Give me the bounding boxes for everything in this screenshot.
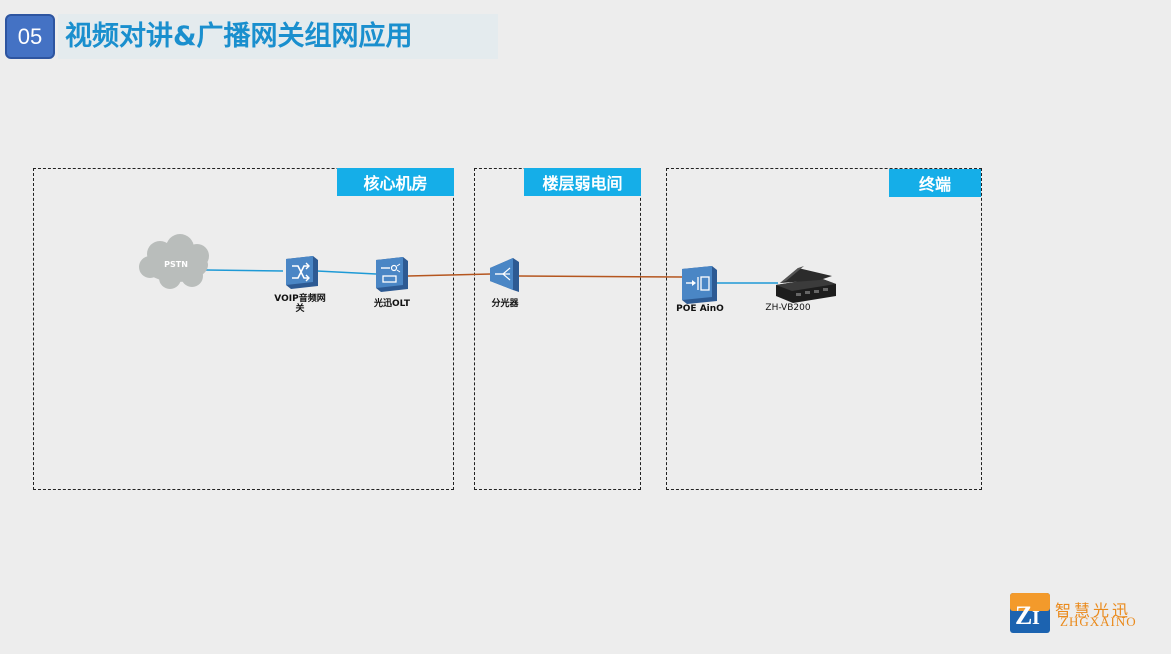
- pstn-label: PSTN: [164, 260, 188, 269]
- zone-core-room-label: 核心机房: [337, 168, 454, 196]
- zone-core-room: [33, 168, 454, 490]
- zone-floor-room-label: 楼层弱电间: [524, 168, 641, 196]
- poe-aino-icon: [682, 266, 717, 304]
- page-title: 视频对讲&广播网关组网应用: [65, 21, 413, 52]
- zh-vb200-label: ZH-VB200: [765, 303, 811, 313]
- voip-gateway-icon: [286, 256, 318, 289]
- splitter-icon: [490, 258, 519, 292]
- link-olt-splitter: [407, 273, 492, 277]
- olt-label: 光迅OLT: [373, 299, 411, 309]
- link-voip-olt: [316, 270, 377, 275]
- logo-text-en: ZHGXAINO: [1060, 614, 1137, 629]
- svg-text:I: I: [1032, 607, 1040, 629]
- olt-icon: [376, 257, 408, 292]
- voip-gateway-label: VOIP音频网关: [274, 294, 326, 314]
- link-pstn-voip: [205, 269, 284, 272]
- zone-terminal: [666, 168, 982, 490]
- link-splitter-poe: [517, 275, 683, 278]
- company-logo-icon: Z I: [1010, 593, 1050, 633]
- header-bar: [58, 14, 498, 59]
- pstn-cloud-icon: PSTN: [139, 234, 209, 289]
- section-number: 05: [5, 14, 55, 59]
- svg-text:Z: Z: [1015, 601, 1032, 630]
- zh-vb200-device-icon: [776, 266, 836, 303]
- poe-aino-label: POE AinO: [676, 304, 724, 314]
- splitter-label: 分光器: [491, 299, 519, 309]
- zone-terminal-label: 终端: [889, 169, 981, 197]
- logo-text-cn: 智慧光迅: [1055, 601, 1132, 620]
